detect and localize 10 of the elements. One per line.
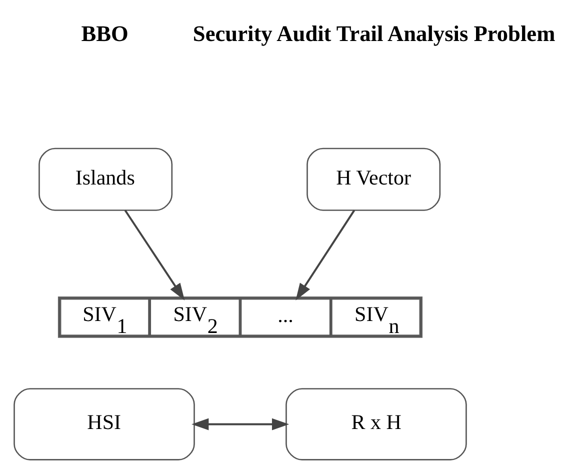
label: Security Audit Trail Analysis Problem — [192, 21, 555, 46]
node-box: H Vector — [306, 148, 440, 211]
node-box: ... — [240, 297, 331, 337]
arrow — [124, 210, 184, 300]
arrow — [295, 210, 355, 300]
node-box: Islands — [38, 148, 172, 211]
arrow — [191, 418, 289, 430]
label: BBO — [80, 21, 128, 46]
node-box: R x H — [285, 388, 466, 460]
node-box: HSI — [13, 388, 194, 460]
